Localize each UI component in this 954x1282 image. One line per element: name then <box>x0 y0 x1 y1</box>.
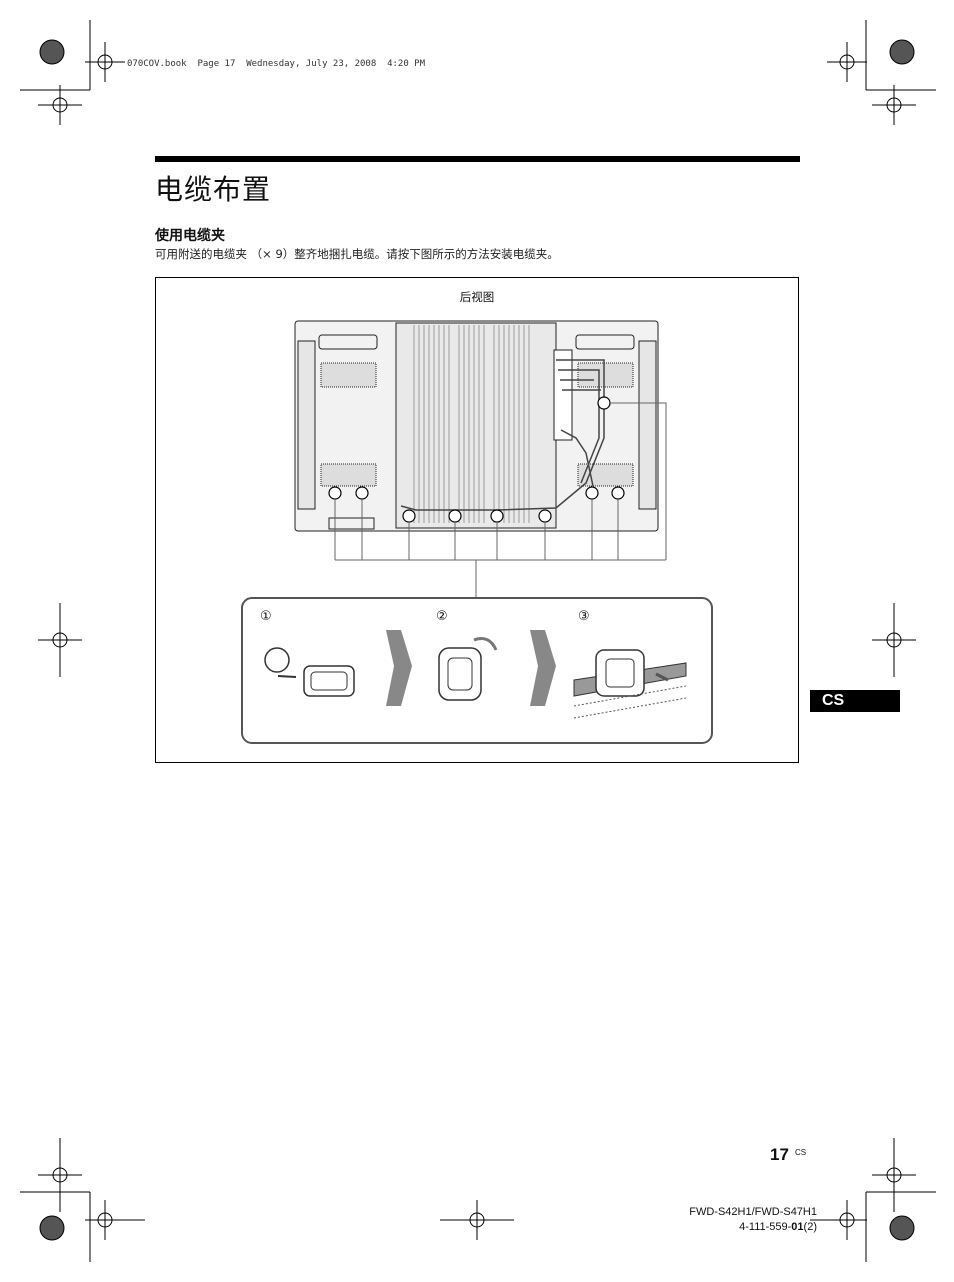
part-code-suffix: (2) <box>803 1221 817 1233</box>
page-title: 电缆布置 <box>155 173 272 206</box>
language-tab: CS <box>810 690 900 712</box>
model-info: FWD-S42H1/FWD-S47H1 4-111-559-01(2) <box>689 1205 817 1235</box>
step-marker-3: ③ <box>578 609 590 624</box>
part-code: 4-111-559-01(2) <box>689 1220 817 1235</box>
model-name: FWD-S42H1/FWD-S47H1 <box>689 1206 817 1218</box>
monitor-rear-view <box>294 320 667 598</box>
cable-clamp-illustration <box>241 320 713 744</box>
body-text: 可用附送的电缆夹 （× 9）整齐地捆扎电缆。请按下图所示的方法安装电缆夹。 <box>155 247 559 261</box>
print-slug: 070COV.book Page 17 Wednesday, July 23, … <box>127 59 426 69</box>
page-number-suffix: CS <box>795 1148 807 1157</box>
clamp-steps-panel <box>241 597 713 744</box>
section-heading: 使用电缆夹 <box>155 228 225 244</box>
page-number: 17 <box>770 1145 789 1164</box>
figure-box: 后视图 <box>155 277 799 763</box>
step-marker-1: ① <box>260 609 272 624</box>
step-marker-2: ② <box>436 609 448 624</box>
part-code-prefix: 4-111-559- <box>739 1221 792 1233</box>
part-code-bold: 01 <box>791 1221 804 1233</box>
title-rule <box>155 156 800 162</box>
figure-label: 后视图 <box>459 290 495 304</box>
